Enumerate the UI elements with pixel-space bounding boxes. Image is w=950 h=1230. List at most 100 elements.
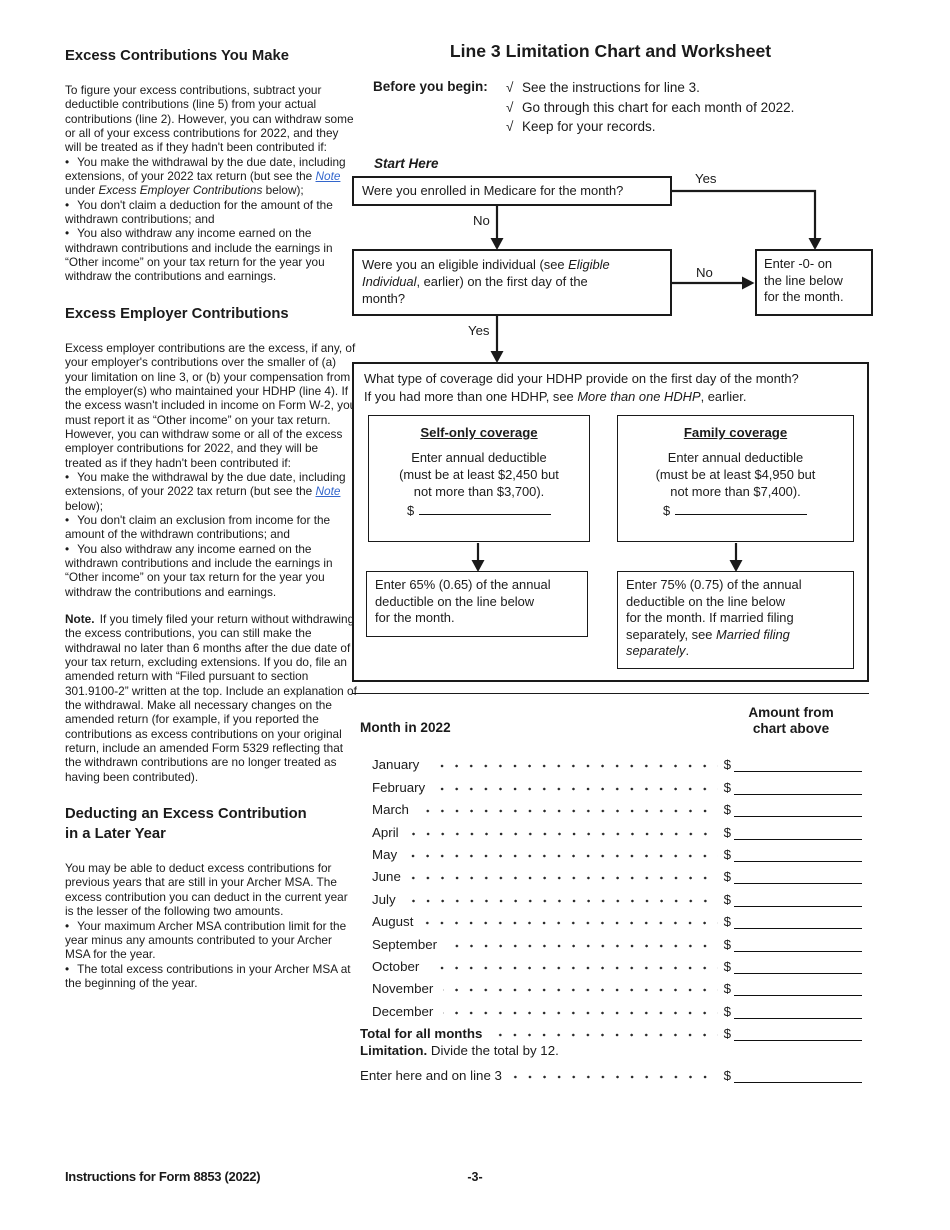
dollar-sign: $ (723, 981, 731, 997)
limitation-label: Limitation. (360, 1043, 428, 1059)
text-segment: Note. (65, 612, 95, 626)
self-only-coverage-box: Self-only coverage Enter annual deductib… (368, 415, 590, 542)
worksheet-total-row: Total for all months$ (360, 1019, 862, 1042)
text-segment: You don't claim a deduction for the amou… (65, 197, 333, 227)
limitation-text: Limitation. Divide the total by 12. (360, 1041, 862, 1061)
text-segment: You make the withdrawal by the due date,… (65, 154, 346, 184)
worksheet-limitation-row: Enter here and on line 3$ (360, 1061, 862, 1084)
text-segment: What type of coverage did your HDHP prov… (364, 371, 799, 386)
bullet-glyph: • (65, 541, 70, 556)
amount-blank-line (734, 890, 862, 907)
dollar-sign: $ (723, 779, 731, 795)
section-heading: Deducting an Excess Contribution in a La… (65, 806, 307, 843)
row-label: February (372, 779, 426, 795)
amount-blank-line (734, 1002, 862, 1019)
label-yes: Yes (695, 171, 717, 186)
row-label: Total for all months (360, 1026, 483, 1042)
bullet-glyph: • (65, 197, 70, 212)
text-segment: , earlier) on the first day of the (416, 274, 588, 289)
paragraph: •You don't claim a deduction for the amo… (65, 198, 358, 227)
text-segment: for the month. (764, 289, 844, 304)
dot-leader (423, 921, 718, 926)
checklist-text: Keep for your records. (522, 119, 656, 135)
row-label: April (372, 824, 399, 840)
amount-blank-line (734, 912, 862, 930)
bullet-glyph: • (65, 469, 70, 484)
footer-page-number: -3- (467, 1170, 483, 1184)
text-segment: Eligible (568, 257, 610, 272)
family-coverage-box: Family coverage Enter annual deductible(… (617, 415, 854, 542)
bullet-glyph: • (65, 918, 70, 933)
dot-leader (407, 853, 718, 858)
paragraph: •You make the withdrawal by the due date… (65, 470, 358, 513)
dot-leader (410, 876, 718, 881)
amount-blank-line (734, 845, 862, 862)
dot-leader (429, 764, 718, 769)
worksheet-amount-header: Amount from chart above (748, 705, 834, 736)
row-label: July (372, 891, 396, 907)
note-link[interactable]: Note (315, 169, 341, 184)
section: Excess Contributions You Make To figure y… (65, 46, 358, 284)
row-label: January (372, 757, 420, 773)
amount-blank-line (675, 504, 808, 515)
paragraph: Excess employer contributions are the ex… (65, 341, 358, 470)
text-segment: If you had more than one HDHP, see (364, 388, 578, 404)
section-heading: Excess Contributions You Make (65, 48, 289, 64)
family-body: Enter annual deductible(must be at least… (618, 449, 853, 500)
checklist-text: Go through this chart for each month of … (522, 99, 795, 115)
amount-blank-line (734, 1024, 862, 1042)
bullet-glyph: • (65, 961, 70, 976)
left-column: Excess Contributions You Make To figure y… (65, 46, 358, 1010)
amount-blank-line (734, 979, 862, 997)
text-segment: separately, see (626, 626, 717, 642)
note-link[interactable]: Note (315, 484, 341, 499)
worksheet-month-row: November $ (360, 974, 862, 997)
checklist-item: √Keep for your records. (506, 117, 794, 137)
text-segment: deductible on the line below (375, 593, 535, 609)
page-title: Line 3 Limitation Chart and Worksheet (449, 41, 772, 61)
family-heading: Family coverage (683, 425, 788, 440)
dollar-sign: $ (723, 914, 731, 930)
coverage-body-line: not more than $7,400). (670, 484, 801, 499)
text-segment: month? (362, 291, 405, 306)
paragraph: •Your maximum Archer MSA contribution li… (65, 919, 358, 962)
amount-blank-line (734, 1066, 862, 1084)
checklist-item: √See the instructions for line 3. (506, 78, 794, 98)
row-label: December (372, 1003, 434, 1019)
amount-blank-line (419, 504, 552, 515)
footer-form-title: Instructions for Form 8853 (2022) (65, 1169, 261, 1184)
worksheet-month-row: April$ (360, 817, 862, 840)
check-icon: √ (506, 80, 514, 95)
text-segment: , earlier. (700, 388, 747, 404)
worksheet-month-row: September $ (360, 929, 862, 952)
paragraph: •You don't claim an exclusion from incom… (65, 513, 358, 542)
text-segment: If you timely filed your return without … (65, 612, 357, 784)
text-segment: You don't claim an exclusion from income… (65, 512, 331, 542)
coverage-body-line: Enter annual deductible (667, 450, 804, 465)
worksheet-month-row: August$ (360, 907, 862, 930)
note-paragraph: Note. If you timely filed your return wi… (65, 612, 358, 784)
row-label: September (372, 936, 438, 952)
paragraph: •The total excess contributions in your … (65, 962, 358, 991)
flowchart-coverage-box: What type of coverage did your HDHP prov… (352, 362, 869, 682)
coverage-body-line: Enter annual deductible (411, 450, 547, 465)
row-label: November (372, 981, 434, 997)
amount-blank-line (734, 823, 862, 840)
bullet-glyph: • (65, 154, 70, 169)
dollar-sign: $ (723, 757, 731, 773)
dollar-sign: $ (723, 958, 731, 974)
dot-leader (435, 786, 718, 791)
dollar-sign: $ (723, 936, 731, 952)
text-segment: Enter 65% (0.65) of the annual (375, 577, 551, 592)
dot-leader (418, 809, 718, 814)
worksheet-rows: January$February$March$April$May$June$Ju… (360, 750, 862, 1084)
dot-leader (443, 988, 718, 993)
text-segment: under (65, 183, 99, 198)
dollar-sign: $ (723, 802, 731, 818)
dollar-sign: $ (723, 846, 731, 862)
paragraph: To figure your excess contributions, sub… (65, 83, 358, 155)
dollar-sign: $ (723, 1003, 731, 1019)
